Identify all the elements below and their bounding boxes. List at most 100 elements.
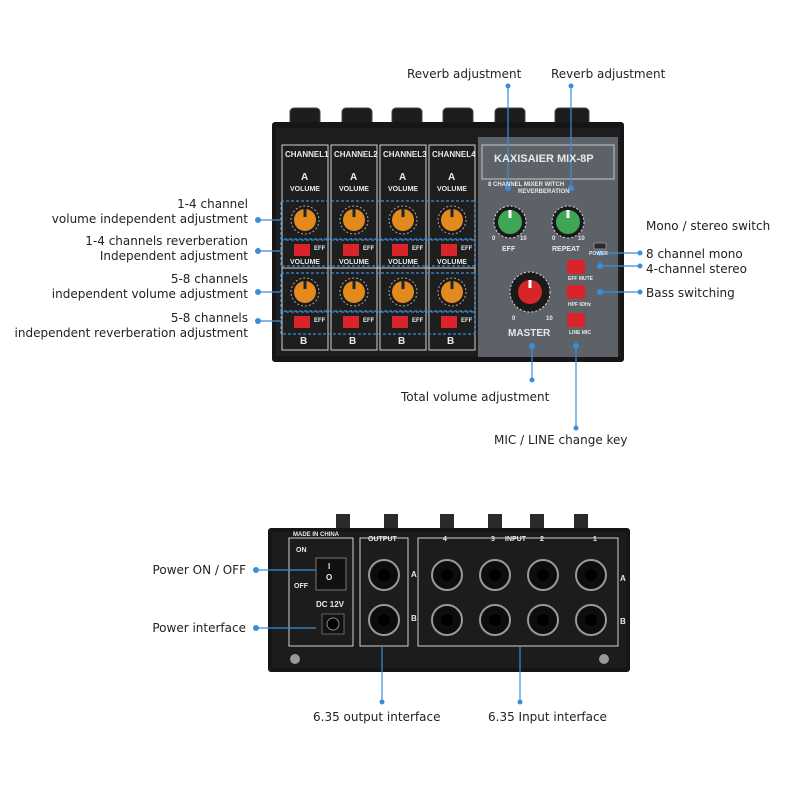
vol-5-8-line2: independent volume adjustment	[51, 287, 248, 301]
channel-column-2	[330, 144, 378, 351]
rev-5-8-line1: 5-8 channels	[170, 311, 248, 325]
switch-off-glyph: O	[326, 573, 333, 582]
dc-label: DC 12V	[316, 600, 345, 609]
rev-1-4-line2: Independent adjustment	[99, 249, 248, 263]
row-b-label-4: B	[447, 336, 455, 347]
eff-scale-max: 10	[520, 236, 527, 242]
rev-5-8-line2: independent reverberation adjustment	[14, 326, 248, 340]
subtitle-line-2: REVERBERATION	[518, 189, 570, 195]
rev-5-8-annotation: 5-8 channels independent reverberation a…	[15, 311, 248, 341]
volume-label-a1: VOLUME	[290, 186, 320, 193]
line-mic-switch	[567, 313, 585, 327]
row-a-label-2: A	[350, 172, 358, 183]
back-screws	[290, 654, 609, 664]
master-label: MASTER	[508, 328, 551, 339]
eff-label-a4: EFF	[461, 246, 473, 252]
back-top-knobs	[336, 514, 588, 532]
output-label: OUTPUT	[368, 536, 397, 543]
row-a-label-1: A	[301, 172, 309, 183]
power-led-label: POWER	[589, 251, 608, 257]
power-led	[593, 242, 607, 250]
volume-label-b1: VOLUME	[290, 259, 320, 266]
channel-column-3	[379, 144, 427, 351]
eff-knob	[493, 205, 527, 239]
vol-5-8-annotation: 5-8 channels independent volume adjustme…	[52, 272, 248, 302]
master-knob	[509, 271, 551, 313]
reverb-adjustment-label-2: Reverb adjustment	[551, 67, 666, 81]
mono-stereo-annotation: 8 channel mono 4-channel stereo	[646, 247, 747, 277]
brand-label: KAXISAIER MIX-8P	[494, 153, 594, 165]
volume-label-b4: VOLUME	[437, 259, 467, 266]
input-jacks	[431, 559, 607, 636]
back-row-a-right: A	[620, 574, 626, 583]
made-in-label: MADE IN CHINA	[293, 532, 339, 538]
vol-1-4-line2: volume independent adjustment	[51, 212, 248, 226]
eff-label-a3: EFF	[412, 246, 424, 252]
reverb-adjustment-label-1: Reverb adjustment	[407, 67, 522, 81]
input-number-4: 4	[443, 536, 447, 543]
input-number-2: 2	[540, 536, 544, 543]
front-callout-dots	[255, 83, 643, 431]
output-box	[359, 537, 409, 647]
eff-mute-label: EFF MUTE	[568, 276, 593, 282]
channel-1-label: CHANNEL1	[285, 150, 329, 159]
rev-1-4-annotation: 1-4 channels reverberation Independent a…	[85, 234, 248, 264]
front-callout-lines	[258, 86, 640, 428]
mono-stereo-switch-label: Mono / stereo switch	[646, 219, 771, 233]
mono-stereo-switch	[567, 260, 585, 274]
mic-line-key-label: MIC / LINE change key	[494, 433, 628, 447]
line-mic-label: LINE MIC	[569, 330, 591, 336]
master-scale-min: 0	[512, 316, 516, 322]
volume-label-a4: VOLUME	[437, 186, 467, 193]
eff-label-b1: EFF	[314, 318, 326, 324]
repeat-scale-min: 0	[552, 236, 556, 242]
volume-knobs-a	[290, 205, 467, 235]
channel-3-label: CHANNEL3	[383, 150, 427, 159]
subtitle-line-1: 8 CHANNEL MIXER WITCH	[488, 182, 565, 188]
channel-2-label: CHANNEL2	[334, 150, 378, 159]
eff-label-b2: EFF	[363, 318, 375, 324]
channel-4-label: CHANNEL4	[432, 150, 476, 159]
volume-label-a3: VOLUME	[388, 186, 418, 193]
eff-label-a1: EFF	[314, 246, 326, 252]
power-section-box	[288, 537, 354, 647]
eff-knob-label: EFF	[502, 246, 516, 253]
repeat-knob-label: REPEAT	[552, 246, 580, 253]
input-label: INPUT	[505, 536, 526, 543]
volume-label-a2: VOLUME	[339, 186, 369, 193]
eff-label-a2: EFF	[363, 246, 375, 252]
volume-label-b3: VOLUME	[388, 259, 418, 266]
back-row-b-right: B	[620, 617, 626, 626]
row-b-label-2: B	[349, 336, 357, 347]
eff-label-b4: EFF	[461, 318, 473, 324]
power-on-off-label: Power ON / OFF	[152, 563, 246, 577]
eff-buttons-b	[294, 316, 457, 328]
hpf-switch	[567, 285, 585, 299]
bass-switching-label: Bass switching	[646, 286, 735, 300]
master-scale-max: 10	[546, 316, 553, 322]
row-b-label-1: B	[300, 336, 308, 347]
mono-line1: 8 channel mono	[646, 247, 743, 261]
vol-1-4-annotation: 1-4 channel volume independent adjustmen…	[52, 197, 248, 227]
back-callout-lines	[256, 569, 521, 702]
eff-buttons-a	[294, 244, 457, 256]
eff-label-b3: EFF	[412, 318, 424, 324]
rev-1-4-line1: 1-4 channels reverberation	[85, 234, 248, 248]
volume-label-b2: VOLUME	[339, 259, 369, 266]
vol-5-8-line1: 5-8 channels	[170, 272, 248, 286]
back-row-a-left: A	[411, 570, 417, 579]
repeat-scale-max: 10	[578, 236, 585, 242]
output-interface-label: 6.35 output interface	[313, 710, 441, 724]
output-jacks	[368, 559, 400, 636]
vol-1-4-line1: 1-4 channel	[177, 197, 248, 211]
input-interface-label: 6.35 Input interface	[488, 710, 607, 724]
back-callout-dots	[253, 567, 523, 705]
top-jacks	[289, 107, 590, 127]
row-a-label-3: A	[399, 172, 407, 183]
switch-on-glyph: I	[328, 562, 331, 571]
channel-column-1	[281, 144, 329, 351]
power-switch	[315, 557, 347, 591]
repeat-knob	[551, 205, 585, 239]
volume-knobs-b	[290, 277, 467, 307]
